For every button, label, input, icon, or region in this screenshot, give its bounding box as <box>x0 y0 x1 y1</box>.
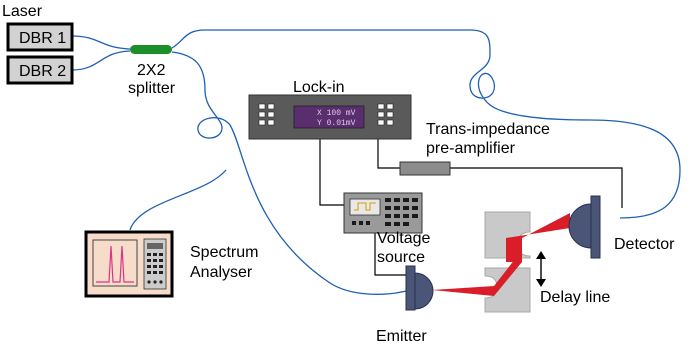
tia-label-line2: pre-amplifier <box>426 140 516 157</box>
spectrum-keypad-panel <box>143 238 167 290</box>
tia-label-line1: Trans-impedance <box>426 121 550 138</box>
lockin-x-readout: X 100 mV <box>317 109 356 118</box>
tia-preamplifier[interactable] <box>399 161 451 176</box>
lockin-right-buttons <box>377 103 394 126</box>
detector[interactable] <box>568 195 601 259</box>
voltage-label-line2: source <box>377 249 425 266</box>
wire-voltage-to-emitter <box>374 232 410 276</box>
beam-to-detector <box>506 213 570 238</box>
fiber-dbr1 <box>71 35 131 50</box>
optical-fibers <box>71 29 681 295</box>
emitter-label: Emitter <box>376 328 427 345</box>
spectrum-screen <box>92 239 138 287</box>
voltage-source[interactable] <box>343 192 423 234</box>
wire-lockin-to-tia <box>377 138 400 169</box>
fiber-to-detector <box>171 29 681 219</box>
spectrum-analyser[interactable] <box>84 230 174 298</box>
lockin-amplifier[interactable]: X 100 mV Y 0.01mV <box>248 94 412 140</box>
spectrum-label-line1: Spectrum <box>190 244 258 261</box>
fiber-to-emitter <box>171 51 411 295</box>
delay-double-arrow-icon <box>536 251 546 287</box>
voltage-buttons <box>352 198 418 226</box>
spectrum-peaks-trace <box>96 245 134 283</box>
fiber-dbr2 <box>71 50 131 71</box>
spectrum-label-line2: Analyser <box>190 264 253 281</box>
splitter-2x2[interactable] <box>130 45 172 54</box>
voltage-display <box>349 198 381 216</box>
voltage-label-line1: Voltage <box>377 230 430 247</box>
detector-label: Detector <box>614 236 675 253</box>
dbr1-label: DBR 1 <box>19 30 66 47</box>
splitter-label-line2: splitter <box>128 80 176 97</box>
splitter-label-line1: 2X2 <box>137 62 166 79</box>
square-wave-icon <box>354 202 376 211</box>
lockin-left-buttons <box>258 103 275 126</box>
spectrum-keypad-buttons <box>147 253 163 284</box>
lockin-y-readout: Y 0.01mV <box>317 119 356 128</box>
beam-vertical-upper <box>506 238 522 262</box>
delay-line-mirrors[interactable] <box>484 211 531 313</box>
lockin-label: Lock-in <box>293 79 345 96</box>
dbr2-laser[interactable]: DBR 2 <box>6 55 74 85</box>
beam-emitter-segment <box>432 286 494 296</box>
laser-label: Laser <box>2 3 43 20</box>
spectrum-keypad-display <box>147 243 163 249</box>
delay-line-label: Delay line <box>540 289 610 306</box>
wire-tia-to-detector <box>450 167 623 208</box>
fiber-to-spectrum-analyser <box>129 169 227 231</box>
electrical-wires <box>319 138 623 276</box>
lockin-display <box>293 105 365 129</box>
dbr1-laser[interactable]: DBR 1 <box>6 22 74 52</box>
emitter[interactable] <box>405 265 434 311</box>
wire-lockin-to-voltage-source <box>319 138 345 206</box>
dbr2-label: DBR 2 <box>19 63 66 80</box>
thz-beam <box>432 213 570 296</box>
